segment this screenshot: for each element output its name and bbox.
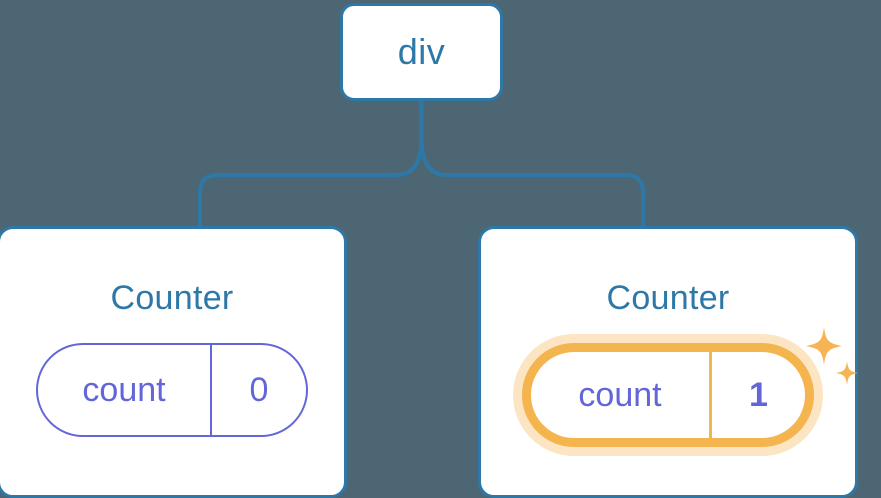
state-pill-value: 1 [709, 352, 805, 438]
root-node-label: div [397, 31, 446, 72]
component-card-counter-right[interactable]: Counter count 1 [478, 226, 858, 498]
component-card-counter-left[interactable]: Counter count 0 [0, 226, 347, 498]
component-title: Counter [110, 279, 234, 317]
state-pill-value: 0 [210, 345, 306, 435]
state-key-label: count [82, 371, 166, 409]
sparkle-icon-large [806, 327, 842, 365]
state-pill-highlighted[interactable]: count 1 [522, 343, 814, 447]
component-title: Counter [606, 279, 730, 317]
state-pill-wrapper: count 0 [36, 343, 308, 437]
root-node-div[interactable]: div [340, 3, 503, 101]
state-pill-key: count [531, 352, 709, 438]
state-value-label: 1 [749, 376, 768, 414]
sparkle-icon-small [836, 361, 858, 385]
state-key-label: count [578, 376, 662, 414]
state-pill-key: count [38, 345, 210, 435]
state-value-label: 0 [249, 371, 269, 409]
state-pill[interactable]: count 0 [36, 343, 308, 437]
state-pill-wrapper: count 1 [522, 327, 858, 447]
